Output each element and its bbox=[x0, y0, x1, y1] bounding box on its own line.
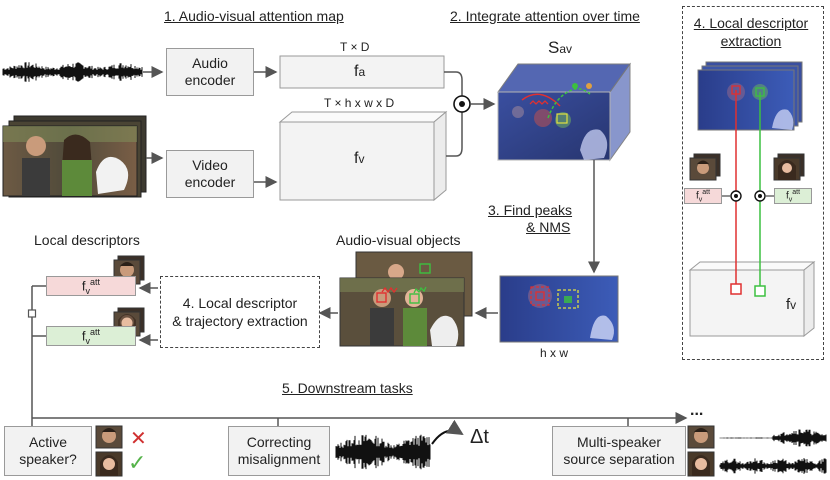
fv-label: fv bbox=[354, 150, 364, 168]
audio-encoder-label-line1: Audio bbox=[192, 55, 228, 71]
right-panel-dashed-box bbox=[682, 6, 824, 360]
audio-visual-objects-frames bbox=[339, 251, 473, 347]
fa-dims-label: T × D bbox=[340, 40, 370, 54]
heading-step2: 2. Integrate attention over time bbox=[450, 8, 640, 24]
separation-thumbnail-1 bbox=[687, 425, 715, 449]
misalignment-box: Correcting misalignment bbox=[228, 426, 330, 476]
right-pink-sup: att bbox=[702, 188, 711, 196]
green-descriptor-box: fvatt bbox=[46, 326, 136, 346]
active-speaker-thumbnail-green bbox=[95, 451, 123, 477]
heading-step3-line1: 3. Find peaks bbox=[488, 202, 573, 218]
video-encoder-label-line2: encoder bbox=[184, 174, 236, 190]
bus-junction bbox=[27, 309, 37, 318]
green-descriptor-base: f bbox=[81, 327, 86, 343]
pink-descriptor-sub: v bbox=[85, 285, 91, 296]
audio-encoder-label-line2: encoder bbox=[184, 72, 236, 88]
sav-label-sub: av bbox=[559, 42, 573, 56]
right-thumbnail-red-stack bbox=[689, 153, 721, 181]
fv-feature-block bbox=[278, 110, 448, 202]
shift-arrow bbox=[431, 419, 464, 445]
heading-step5: 5. Downstream tasks bbox=[282, 380, 413, 396]
sav-label: Sav bbox=[548, 38, 572, 58]
video-encoder-label-line1: Video bbox=[192, 157, 228, 173]
extraction-dashed-box bbox=[160, 276, 320, 348]
right-pink-base: f bbox=[695, 190, 699, 202]
pink-descriptor-label: fvatt bbox=[82, 277, 100, 296]
fa-label: fa bbox=[354, 63, 365, 81]
right-green-descriptor: fvatt bbox=[774, 188, 812, 204]
separation-thumbnail-2 bbox=[687, 451, 715, 477]
heading-step1: 1. Audio-visual attention map bbox=[164, 8, 344, 24]
misalignment-waveform bbox=[335, 434, 431, 470]
ellipsis-label: ... bbox=[690, 402, 704, 419]
pink-descriptor-sup: att bbox=[90, 276, 101, 287]
right-green-sub: v bbox=[788, 196, 793, 204]
green-descriptor-label: fvatt bbox=[82, 327, 100, 346]
sav-attention-volume bbox=[497, 62, 631, 162]
right-product-operator-green bbox=[754, 190, 766, 202]
fv-dims-label: T × h x w x D bbox=[324, 96, 395, 110]
right-fv-base: f bbox=[786, 296, 791, 313]
active-speaker-line1: Active bbox=[28, 434, 68, 450]
audio-encoder-box: Audio encoder bbox=[166, 48, 254, 96]
right-pink-sub: v bbox=[698, 196, 703, 204]
extraction-label-line1: 4. Local descriptor bbox=[182, 295, 298, 311]
heading-step4-right-line1: 4. Local descriptor bbox=[693, 15, 809, 31]
sav-label-base: S bbox=[548, 38, 560, 57]
right-green-label: fvatt bbox=[786, 189, 800, 203]
cross-icon: ✕ bbox=[130, 428, 147, 450]
right-fv-sub: v bbox=[790, 298, 797, 312]
right-green-base: f bbox=[785, 190, 789, 202]
fv-label-sub: v bbox=[358, 152, 365, 166]
line-fv-to-product bbox=[446, 112, 463, 157]
separation-waveform-2 bbox=[719, 458, 827, 474]
active-speaker-thumbnail-red bbox=[95, 425, 123, 449]
av-objects-label: Audio-visual objects bbox=[336, 232, 461, 248]
fv-label-base: f bbox=[354, 150, 359, 167]
right-thumbnail-green-stack bbox=[773, 153, 805, 181]
fa-label-base: f bbox=[354, 63, 359, 80]
separation-line2: source separation bbox=[563, 451, 675, 467]
misalignment-line2: misalignment bbox=[237, 451, 321, 467]
green-descriptor-sub: v bbox=[85, 335, 91, 346]
right-pink-descriptor: fvatt bbox=[684, 188, 722, 204]
misalignment-line1: Correcting bbox=[246, 434, 312, 450]
right-panel-attention-frames bbox=[697, 61, 803, 131]
red-track-cell bbox=[730, 283, 742, 295]
pink-descriptor-box: fvatt bbox=[46, 276, 136, 296]
hw-label: h x w bbox=[540, 346, 569, 360]
right-fv-label: fv bbox=[786, 296, 796, 313]
line-fa-to-product bbox=[444, 71, 463, 96]
dot-product-operator bbox=[453, 95, 471, 113]
video-frames-stack bbox=[2, 115, 147, 198]
peaks-attention-map bbox=[499, 275, 619, 343]
active-speaker-line2: speaker? bbox=[19, 451, 77, 467]
right-panel-fv-block bbox=[688, 260, 816, 338]
right-green-sup: att bbox=[792, 188, 801, 196]
pink-descriptor-base: f bbox=[81, 277, 86, 293]
delta-t-label: Δt bbox=[470, 426, 489, 448]
local-descriptors-label: Local descriptors bbox=[34, 232, 140, 248]
fa-label-sub: a bbox=[358, 65, 366, 79]
separation-line1: Multi-speaker bbox=[576, 434, 662, 450]
audio-waveform bbox=[2, 62, 143, 82]
separation-box: Multi-speaker source separation bbox=[552, 426, 686, 476]
separation-waveform-1 bbox=[719, 429, 827, 447]
heading-step3-line2: & NMS bbox=[526, 219, 571, 235]
heading-step4-right-line2: extraction bbox=[720, 33, 782, 49]
extraction-label-line2: & trajectory extraction bbox=[172, 313, 308, 329]
active-speaker-box: Active speaker? bbox=[4, 426, 92, 476]
right-pink-label: fvatt bbox=[696, 189, 710, 203]
green-descriptor-sup: att bbox=[90, 326, 101, 337]
video-encoder-box: Video encoder bbox=[166, 150, 254, 198]
green-track-cell bbox=[754, 285, 766, 297]
check-icon: ✓ bbox=[128, 450, 147, 475]
